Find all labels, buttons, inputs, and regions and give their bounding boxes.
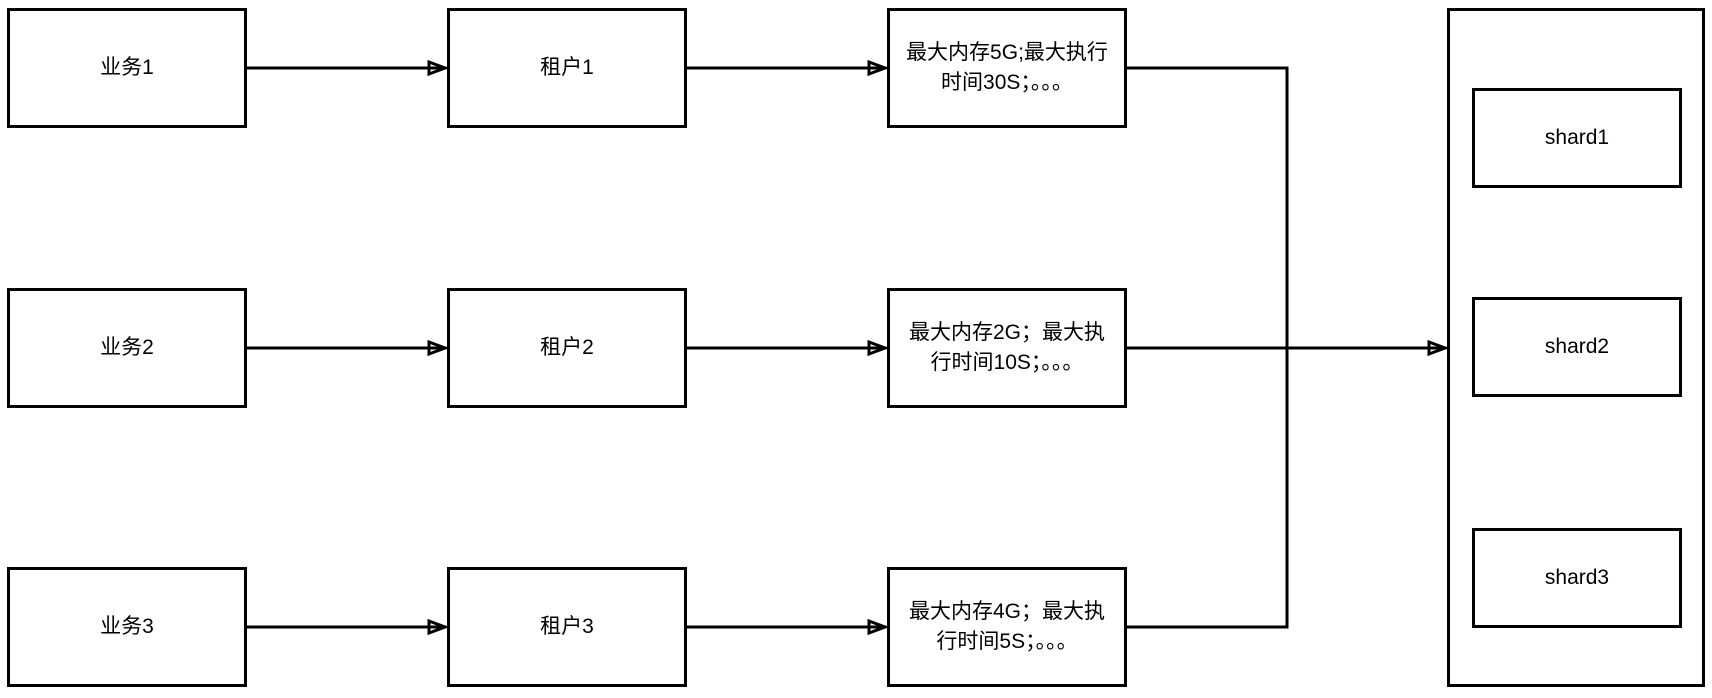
- node-tenant-3: 租户3: [447, 567, 687, 687]
- node-policy-3: 最大内存4G；最大执 行时间5S；。。。: [887, 567, 1127, 687]
- node-policy-3-text: 最大内存4G；最大执 行时间5S；。。。: [908, 600, 1105, 653]
- node-tenant-2-label: 租户2: [540, 336, 594, 359]
- node-tenant-3-label: 租户3: [540, 615, 594, 638]
- node-shard-1: shard1: [1472, 88, 1682, 188]
- node-business-1-label: 业务1: [100, 56, 154, 79]
- node-shard-2-label: shard2: [1544, 335, 1610, 358]
- node-policy-2: 最大内存2G；最大执 行时间10S；。。。: [887, 288, 1127, 408]
- node-business-3: 业务3: [7, 567, 247, 687]
- node-business-2-label: 业务2: [100, 336, 154, 359]
- node-shard-2: shard2: [1472, 297, 1682, 397]
- node-business-3-label: 业务3: [100, 615, 154, 638]
- node-policy-1: 最大内存5G;最大执行 时间30S；。。。: [887, 8, 1127, 128]
- node-shard-1-label: shard1: [1544, 126, 1610, 149]
- node-shard-3-label: shard3: [1544, 566, 1610, 589]
- node-policy-2-text: 最大内存2G；最大执 行时间10S；。。。: [908, 321, 1105, 374]
- node-tenant-2: 租户2: [447, 288, 687, 408]
- node-policy-1-text: 最大内存5G;最大执行 时间30S；。。。: [906, 41, 1108, 94]
- node-business-2: 业务2: [7, 288, 247, 408]
- node-shard-3: shard3: [1472, 528, 1682, 628]
- node-tenant-1-label: 租户1: [540, 56, 594, 79]
- node-tenant-1: 租户1: [447, 8, 687, 128]
- node-business-1: 业务1: [7, 8, 247, 128]
